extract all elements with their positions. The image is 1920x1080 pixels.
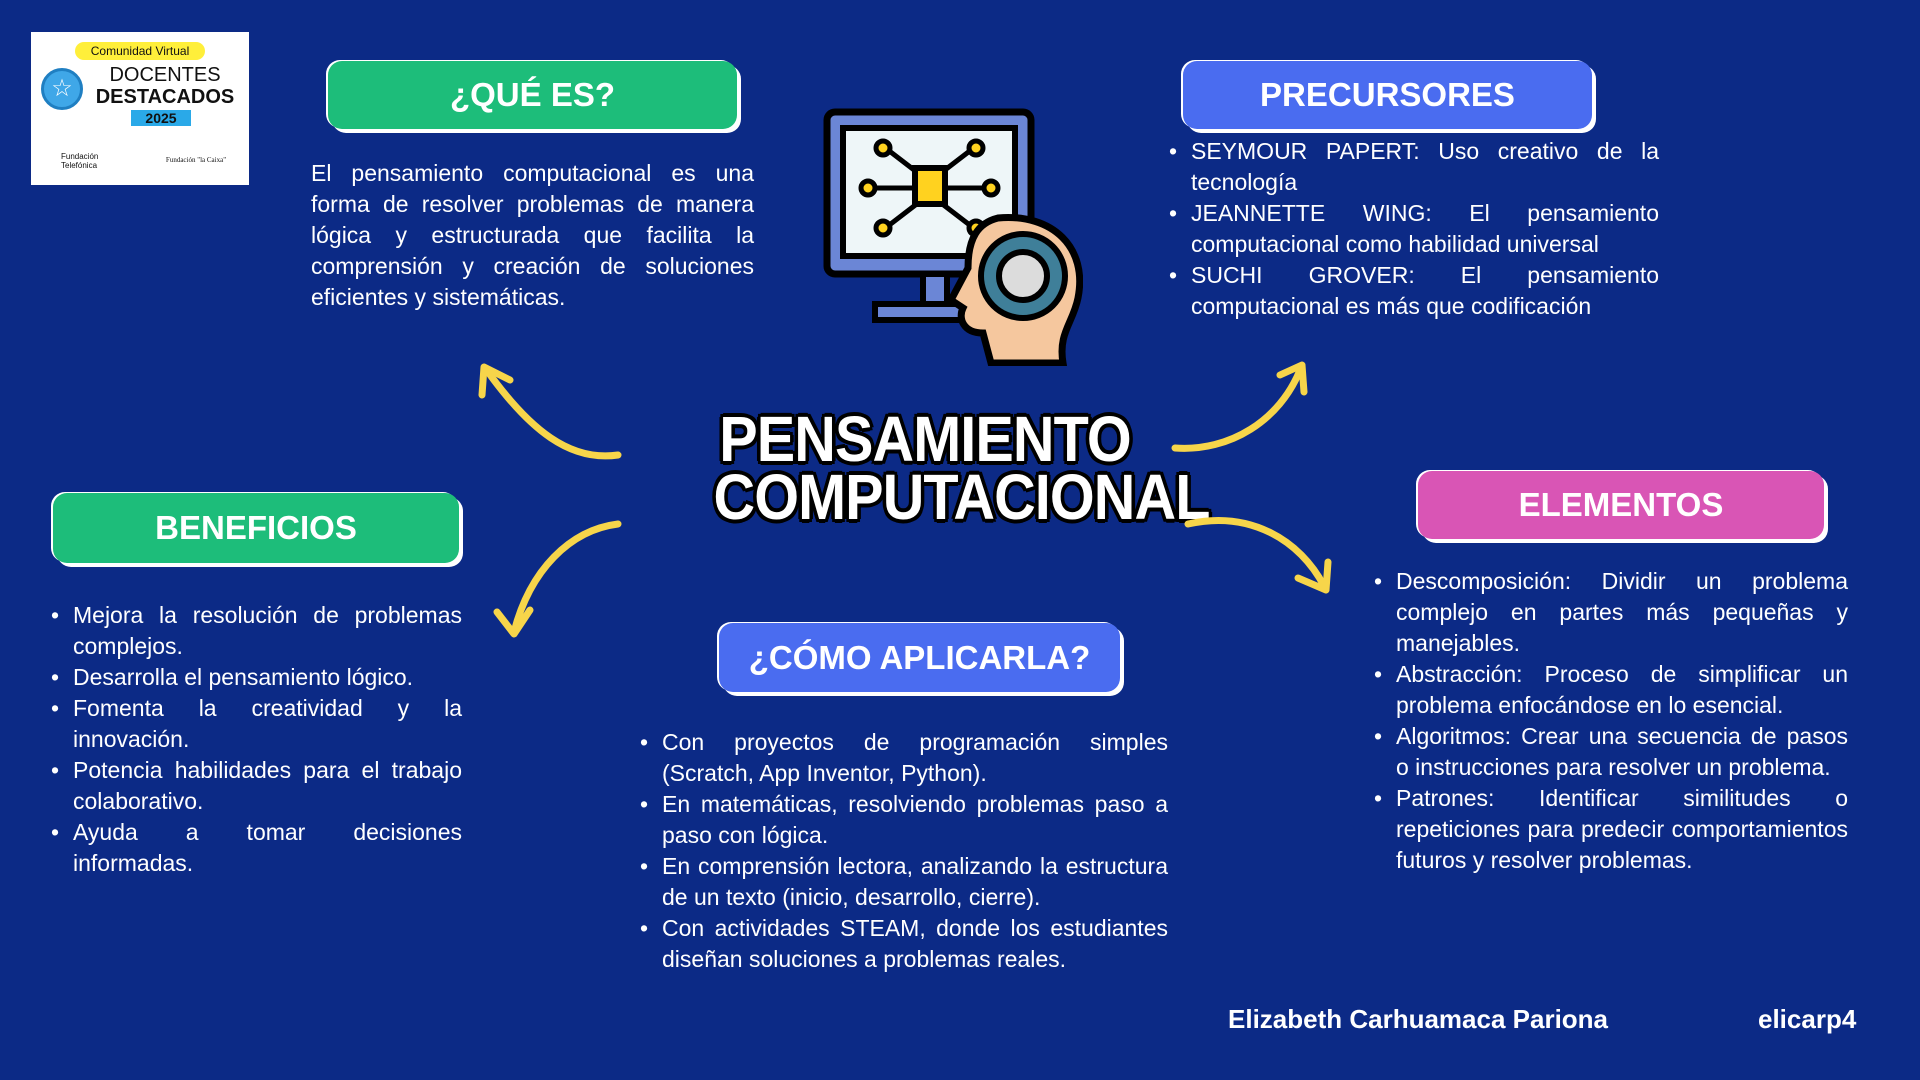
sponsor-telefonica: Fundación Telefónica: [61, 152, 99, 170]
ribbon-badge-icon: ☆: [41, 68, 83, 110]
que-es-heading: ¿QUÉ ES?: [328, 61, 737, 129]
list-item: Mejora la resolución de problemas comple…: [51, 600, 462, 662]
main-title: PENSAMIENTO COMPUTACIONAL: [713, 403, 1211, 533]
elementos-heading: ELEMENTOS: [1418, 471, 1824, 539]
list-item: JEANNETTE WING: El pensamiento computaci…: [1169, 198, 1659, 260]
beneficios-heading: BENEFICIOS: [53, 493, 459, 563]
arrow-head-icon: [1294, 558, 1332, 594]
arrow-to-precursores: [1171, 366, 1304, 452]
logo-line1: DOCENTES: [109, 64, 221, 86]
arrow-head-icon: [478, 363, 514, 399]
list-item: Abstracción: Proceso de simplificar un p…: [1374, 659, 1848, 721]
list-item: En comprensión lectora, analizando la es…: [640, 851, 1168, 913]
como-aplicarla-heading: ¿CÓMO APLICARLA?: [719, 623, 1120, 692]
logo-tag: Comunidad Virtual: [75, 42, 205, 60]
list-item: SEYMOUR PAPERT: Uso creativo de la tecno…: [1169, 136, 1659, 198]
docentes-destacados-logo: Comunidad Virtual ☆ DOCENTES DESTACADOS …: [31, 32, 249, 185]
arrow-to-que-es: [484, 368, 622, 460]
title-line2: COMPUTACIONAL: [713, 461, 1211, 533]
list-item: Patrones: Identificar similitudes o repe…: [1374, 783, 1848, 876]
list-item: En matemáticas, resolviendo problemas pa…: [640, 789, 1168, 851]
elementos-list: Descomposición: Dividir un problema comp…: [1374, 566, 1848, 876]
list-item: Ayuda a tomar decisiones informadas.: [51, 817, 462, 879]
que-es-text: El pensamiento computacional es una form…: [311, 160, 754, 310]
logo-year: 2025: [131, 110, 191, 126]
list-item: Descomposición: Dividir un problema comp…: [1374, 566, 1848, 659]
arrow-to-beneficios: [510, 520, 622, 636]
list-item: Con actividades STEAM, donde los estudia…: [640, 913, 1168, 975]
author-name: Elizabeth Carhuamaca Pariona: [1228, 1004, 1609, 1034]
arrow-to-elementos: [1184, 517, 1328, 590]
como-aplicarla-list: Con proyectos de programación simples (S…: [640, 727, 1168, 975]
computer-brain-illustration: [823, 108, 1083, 366]
list-item: SUCHI GROVER: El pensamiento computacion…: [1169, 260, 1659, 322]
precursores-list: SEYMOUR PAPERT: Uso creativo de la tecno…: [1169, 136, 1659, 322]
author-handle: elicarp4: [1758, 1004, 1857, 1034]
list-item: Potencia habilidades para el trabajo col…: [51, 755, 462, 817]
logo-line2: DESTACADOS: [95, 86, 235, 108]
list-item: Fomenta la creatividad y la innovación.: [51, 693, 462, 755]
list-item: Desarrolla el pensamiento lógico.: [51, 662, 462, 693]
sponsor-lacaixa: Fundación "la Caixa": [165, 156, 227, 164]
title-line1: PENSAMIENTO: [719, 403, 1131, 475]
arrow-head-icon: [1276, 361, 1308, 396]
list-item: Con proyectos de programación simples (S…: [640, 727, 1168, 789]
beneficios-list: Mejora la resolución de problemas comple…: [51, 600, 462, 879]
precursores-heading: PRECURSORES: [1183, 61, 1592, 129]
list-item: Algoritmos: Crear una secuencia de pasos…: [1374, 721, 1848, 783]
arrow-head-icon: [493, 606, 534, 638]
